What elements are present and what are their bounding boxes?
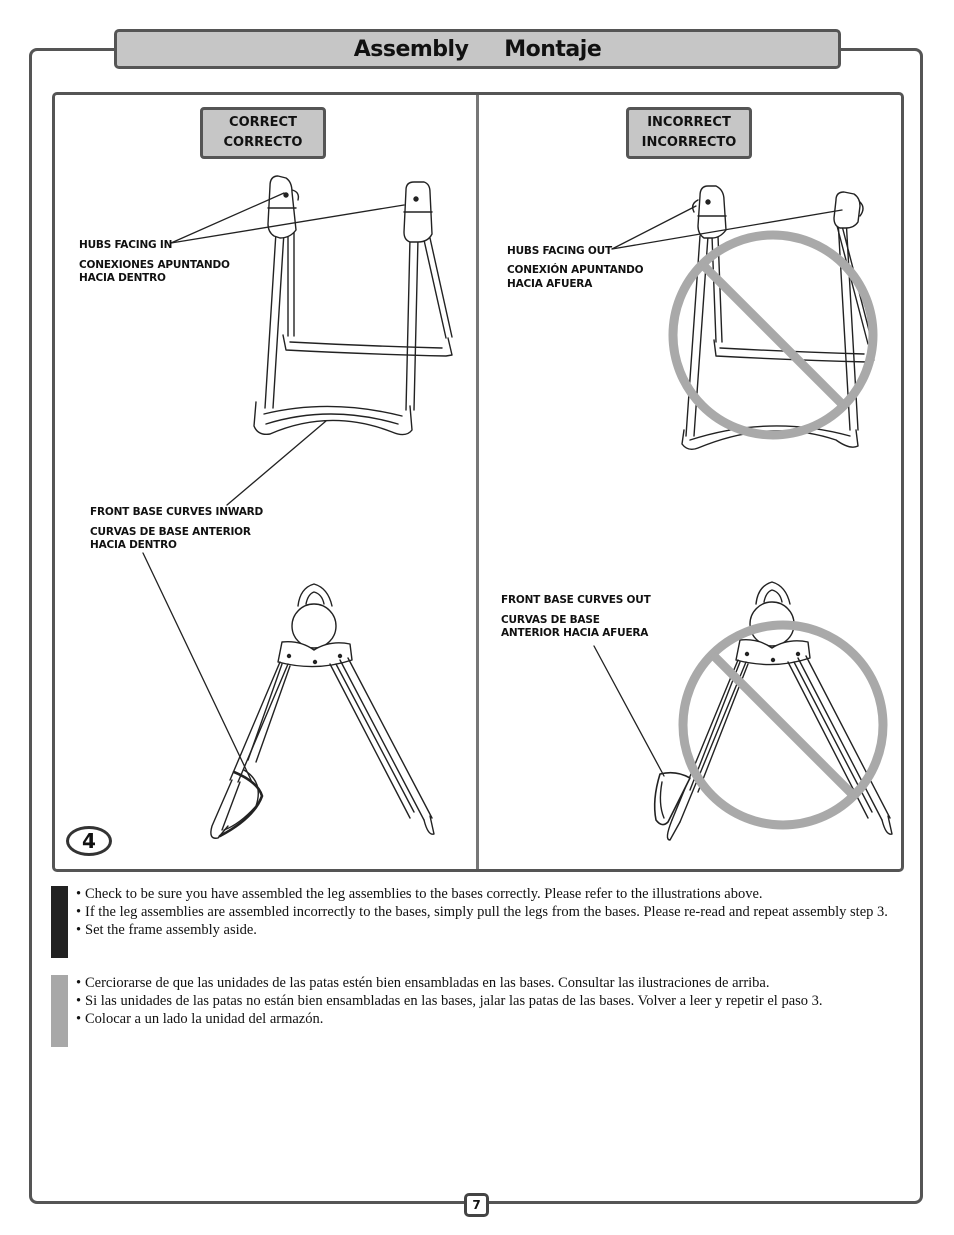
correct-tag-english: CORRECT: [229, 115, 297, 130]
correct-base-label-spanish-2: HACIA DENTRO: [90, 539, 177, 551]
correct-tag-spanish: CORRECTO: [223, 135, 303, 150]
correct-hubs-label-spanish-2: HACIA DENTRO: [79, 272, 166, 284]
english-instructions: Check to be sure you have assembled the …: [76, 885, 906, 939]
correct-hubs-label-english: HUBS FACING IN: [79, 239, 173, 251]
panel-divider: [476, 95, 479, 869]
header-title-english: Assembly: [353, 36, 469, 62]
incorrect-hubs-label-spanish-1: CONEXIÓN APUNTANDO: [507, 264, 644, 276]
incorrect-hubs-label-spanish-2: HACIA AFUERA: [507, 278, 593, 290]
english-language-bar: [51, 886, 68, 958]
incorrect-tag-spanish: INCORRECTO: [641, 135, 737, 150]
step-number-badge: 4: [66, 826, 112, 856]
incorrect-tag-english: INCORRECT: [647, 115, 731, 130]
correct-tag: CORRECT CORRECTO: [200, 107, 326, 159]
spanish-instructions: Cerciorarse de que las unidades de las p…: [76, 974, 906, 1028]
list-item: Set the frame assembly aside.: [76, 921, 906, 939]
list-item: If the leg assemblies are assembled inco…: [76, 903, 906, 921]
header-bar: Assembly Montaje: [114, 29, 841, 69]
list-item: Check to be sure you have assembled the …: [76, 885, 906, 903]
page-number: 7: [464, 1193, 489, 1217]
incorrect-base-label-english: FRONT BASE CURVES OUT: [501, 594, 651, 606]
prohibition-icon: [678, 620, 888, 830]
prohibition-icon: [668, 230, 878, 440]
correct-frame-illustration: [253, 175, 453, 436]
correct-base-label-english: FRONT BASE CURVES INWARD: [90, 506, 264, 518]
leader-lines: [142, 192, 843, 783]
incorrect-base-label-spanish-2: ANTERIOR HACIA AFUERA: [501, 627, 649, 639]
correct-base-label-spanish-1: CURVAS DE BASE ANTERIOR: [90, 526, 251, 538]
incorrect-base-label-spanish-1: CURVAS DE BASE: [501, 614, 600, 626]
incorrect-tag: INCORRECT INCORRECTO: [626, 107, 752, 159]
list-item: Cerciorarse de que las unidades de las p…: [76, 974, 906, 992]
correct-hubs-label-spanish-1: CONEXIONES APUNTANDO: [79, 259, 230, 271]
spanish-language-bar: [51, 975, 68, 1047]
correct-side-illustration: [210, 583, 435, 839]
list-item: Si las unidades de las patas no están bi…: [76, 992, 906, 1010]
incorrect-hubs-label-english: HUBS FACING OUT: [507, 245, 612, 257]
list-item: Colocar a un lado la unidad del armazón.: [76, 1010, 906, 1028]
illustration-panel: [52, 92, 904, 872]
prohibition-symbols: [668, 230, 888, 830]
header-title-spanish: Montaje: [504, 36, 602, 62]
